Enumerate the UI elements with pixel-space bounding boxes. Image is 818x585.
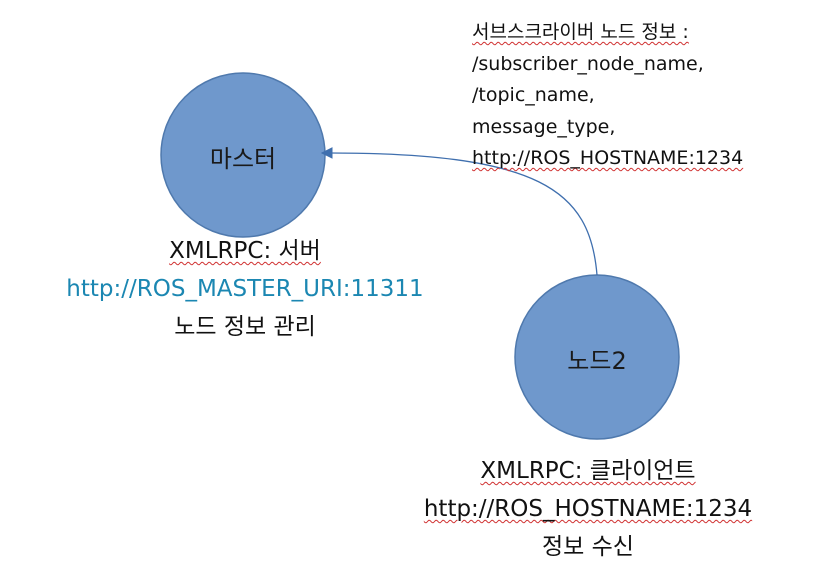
node2-caption: XMLRPC: 클라이언트 http://ROS_HOSTNAME:1234 정… <box>358 452 818 566</box>
master-caption-line3: 노드 정보 관리 <box>174 314 316 340</box>
master-caption: XMLRPC: 서버 http://ROS_MASTER_URI:11311 노… <box>0 232 490 346</box>
master-node-label: 마스터 <box>209 145 277 173</box>
master-caption-line1: XMLRPC: 서버 <box>169 238 321 264</box>
note-line5: http://ROS_HOSTNAME:1234 <box>472 147 744 169</box>
note-line2: /subscriber_node_name, <box>472 52 704 75</box>
node2-caption-line3: 정보 수신 <box>542 534 634 560</box>
node2-caption-line1: XMLRPC: 클라이언트 <box>480 458 696 484</box>
note-line3: /topic_name, <box>472 84 595 106</box>
registration-arrow <box>320 147 598 276</box>
note-line4: message_type, <box>472 115 616 138</box>
master-uri-link: http://ROS_MASTER_URI:11311 <box>66 276 424 302</box>
subscriber-info-note: 서브스크라이버 노드 정보 : /subscriber_node_name, /… <box>472 17 743 175</box>
node2-node-label: 노드2 <box>567 347 627 375</box>
node2-caption-line2: http://ROS_HOSTNAME:1234 <box>423 496 753 522</box>
note-line1: 서브스크라이버 노드 정보 : <box>472 21 689 43</box>
